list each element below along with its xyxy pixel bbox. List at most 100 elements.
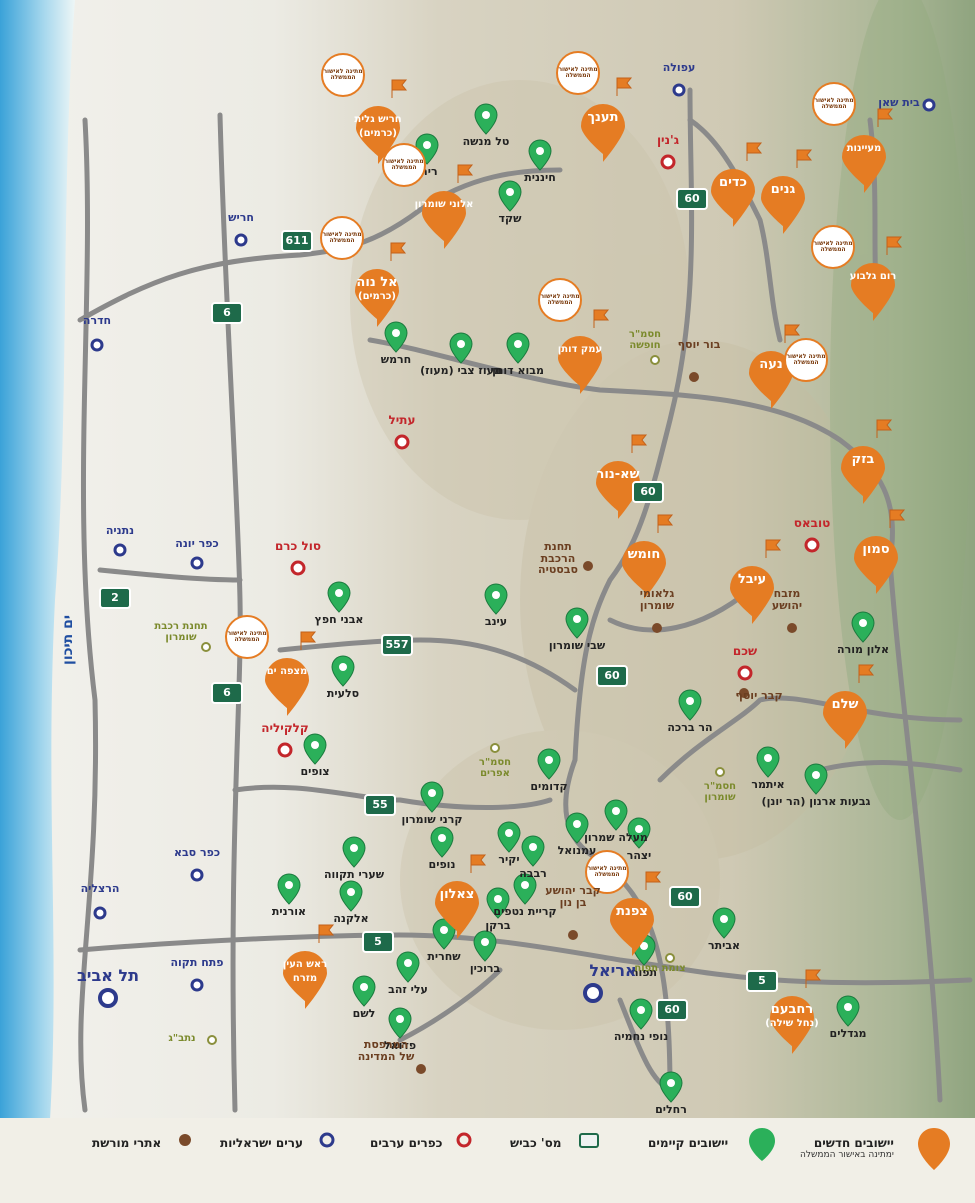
existing-settlement-pin[interactable] xyxy=(836,995,860,1027)
existing-settlement-pin[interactable] xyxy=(521,835,545,867)
existing-settlement-pin[interactable] xyxy=(430,826,454,858)
pin-hole xyxy=(573,615,581,623)
city-marker[interactable] xyxy=(90,338,104,352)
heritage-marker[interactable] xyxy=(416,1064,426,1074)
heritage-marker[interactable] xyxy=(689,372,699,382)
new-settlement-pin[interactable] xyxy=(749,351,793,409)
new-settlement-pin[interactable] xyxy=(851,263,895,321)
village-marker[interactable] xyxy=(277,742,293,758)
existing-settlement-pin[interactable] xyxy=(432,918,456,950)
existing-settlement-pin[interactable] xyxy=(277,873,301,905)
existing-settlement-pin[interactable] xyxy=(712,907,736,939)
city-label: נתניה xyxy=(105,524,135,537)
existing-settlement-pin[interactable] xyxy=(604,799,628,831)
new-settlement-pin[interactable] xyxy=(823,691,867,749)
city-label: עפולה xyxy=(662,61,696,74)
existing-settlement-pin[interactable] xyxy=(342,836,366,868)
heritage-marker[interactable] xyxy=(739,688,749,698)
new-settlement-pin[interactable] xyxy=(610,898,654,956)
new-settlement-pin[interactable] xyxy=(265,658,309,716)
existing-settlement-pin[interactable] xyxy=(627,817,651,849)
city-marker[interactable] xyxy=(190,978,204,992)
existing-settlement-label: נופים xyxy=(428,858,456,871)
existing-settlement-pin[interactable] xyxy=(565,607,589,639)
existing-settlement-pin[interactable] xyxy=(756,746,780,778)
existing-settlement-pin[interactable] xyxy=(513,873,537,905)
existing-settlement-pin[interactable] xyxy=(486,887,510,919)
village-marker[interactable] xyxy=(737,665,753,681)
new-settlement-pin[interactable] xyxy=(422,191,466,249)
heritage-marker[interactable] xyxy=(652,623,662,633)
existing-settlement-pin[interactable] xyxy=(331,655,355,687)
existing-settlement-pin[interactable] xyxy=(498,180,522,212)
new-settlement-pin[interactable] xyxy=(355,269,399,327)
existing-settlement-pin[interactable] xyxy=(484,583,508,615)
existing-settlement-pin[interactable] xyxy=(473,930,497,962)
existing-settlement-pin[interactable] xyxy=(659,1071,683,1103)
city-marker[interactable] xyxy=(113,543,127,557)
existing-settlement-pin[interactable] xyxy=(537,748,561,780)
new-settlement-pin[interactable] xyxy=(435,881,479,939)
new-settlement-pin[interactable] xyxy=(558,336,602,394)
existing-settlement-pin[interactable] xyxy=(565,812,589,844)
village-marker[interactable] xyxy=(394,434,410,450)
new-settlement-pin[interactable] xyxy=(854,536,898,594)
new-settlement-sublabel: (כרמים) xyxy=(359,127,397,139)
city-marker[interactable] xyxy=(234,233,248,247)
existing-settlement-pin[interactable] xyxy=(339,880,363,912)
pin-hole xyxy=(360,983,368,991)
heritage-markers xyxy=(416,372,797,1074)
new-settlement-pin[interactable] xyxy=(622,541,666,599)
pin-hole xyxy=(494,895,502,903)
heritage-marker[interactable] xyxy=(583,561,593,571)
new-settlement-pin[interactable] xyxy=(596,461,640,519)
flag-icon xyxy=(877,108,894,127)
existing-settlement-pin[interactable] xyxy=(449,332,473,364)
existing-settlement-pin[interactable] xyxy=(506,332,530,364)
existing-settlement-pin[interactable] xyxy=(851,611,875,643)
existing-settlement-label: גבעות ארנון (הר יונן) xyxy=(761,795,871,808)
village-marker[interactable] xyxy=(804,537,820,553)
village-marker[interactable] xyxy=(660,154,676,170)
existing-settlement-label: נופי נחמיה xyxy=(613,1030,669,1043)
pending-approval-badge: מתינה לאישור הממשלה xyxy=(556,51,600,95)
existing-settlement-label: עלי זהב xyxy=(388,983,428,996)
existing-settlement-pin[interactable] xyxy=(384,321,408,353)
village-marker[interactable] xyxy=(290,560,306,576)
city-marker[interactable] xyxy=(98,988,118,1008)
heritage-marker[interactable] xyxy=(568,930,578,940)
city-marker[interactable] xyxy=(583,983,603,1003)
existing-settlement-pin[interactable] xyxy=(352,975,376,1007)
new-settlement-label: חומש xyxy=(627,547,661,563)
new-settlement-pin[interactable] xyxy=(730,566,774,624)
existing-settlement-label: שבי שומרון xyxy=(548,639,606,652)
existing-settlement-pin[interactable] xyxy=(388,1007,412,1039)
existing-settlement-pin[interactable] xyxy=(303,733,327,765)
new-settlement-pin[interactable] xyxy=(841,446,885,504)
city-marker[interactable] xyxy=(672,83,686,97)
new-settlement-pin[interactable] xyxy=(842,135,886,193)
existing-settlement-pin[interactable] xyxy=(804,763,828,795)
city-marker[interactable] xyxy=(190,556,204,570)
existing-settlement-label: פדואל xyxy=(383,1039,417,1052)
existing-settlement-pin[interactable] xyxy=(327,581,351,613)
city-marker[interactable] xyxy=(93,906,107,920)
existing-settlement-pin[interactable] xyxy=(497,821,521,853)
new-settlement-pin[interactable] xyxy=(761,176,805,234)
existing-settlement-pin[interactable] xyxy=(474,103,498,135)
flag-icon xyxy=(876,419,893,438)
new-settlement-pin[interactable] xyxy=(770,996,814,1054)
existing-settlement-pin[interactable] xyxy=(420,781,444,813)
new-settlement-pin[interactable] xyxy=(581,104,625,162)
existing-settlement-pin[interactable] xyxy=(629,998,653,1030)
pin-hole xyxy=(637,1006,645,1014)
existing-settlement-pin[interactable] xyxy=(528,139,552,171)
existing-settlement-pin[interactable] xyxy=(396,951,420,983)
pin-hole xyxy=(396,1015,404,1023)
new-settlement-pin[interactable] xyxy=(711,169,755,227)
heritage-marker[interactable] xyxy=(787,623,797,633)
city-marker[interactable] xyxy=(922,98,936,112)
existing-settlement-pin[interactable] xyxy=(678,689,702,721)
new-settlement-pin[interactable] xyxy=(283,951,327,1009)
city-marker[interactable] xyxy=(190,868,204,882)
